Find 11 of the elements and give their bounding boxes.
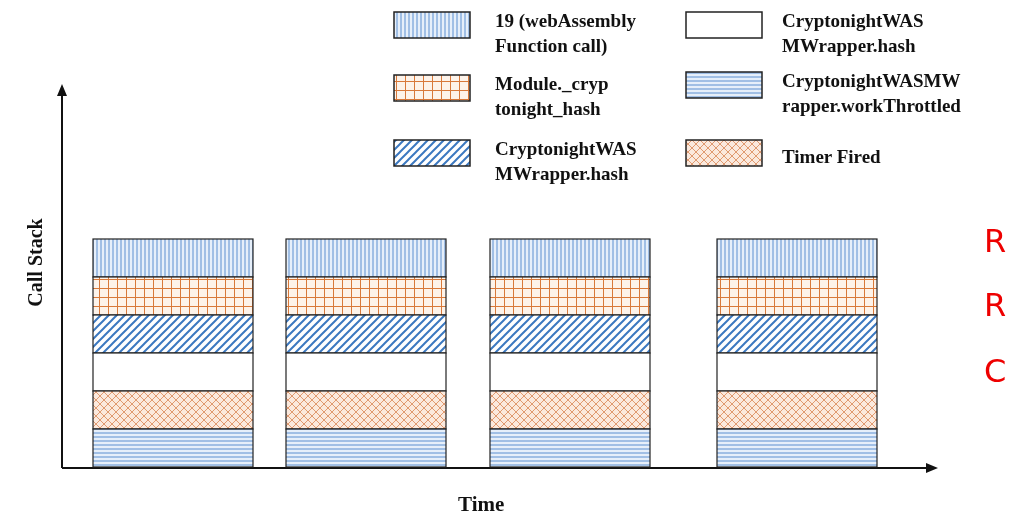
legend-label: Timer Fired bbox=[782, 145, 882, 169]
legend-label: 19 (webAssembly Function call) bbox=[495, 9, 637, 58]
handwritten-letter: C bbox=[984, 352, 1007, 390]
legend-label: CryptonightWAS MWrapper.hash bbox=[782, 9, 925, 58]
legend-label: CryptonightWASMW rapper.workThrottled bbox=[782, 69, 962, 118]
legend-label: Module._cryp tonight_hash bbox=[495, 72, 610, 121]
handwritten-letter: R bbox=[984, 222, 1007, 260]
handwritten-letter: R bbox=[984, 286, 1007, 324]
legend-label: CryptonightWAS MWrapper.hash bbox=[495, 137, 638, 186]
axis-title: Call Stack bbox=[22, 217, 47, 309]
axis-title: Time bbox=[458, 492, 505, 517]
